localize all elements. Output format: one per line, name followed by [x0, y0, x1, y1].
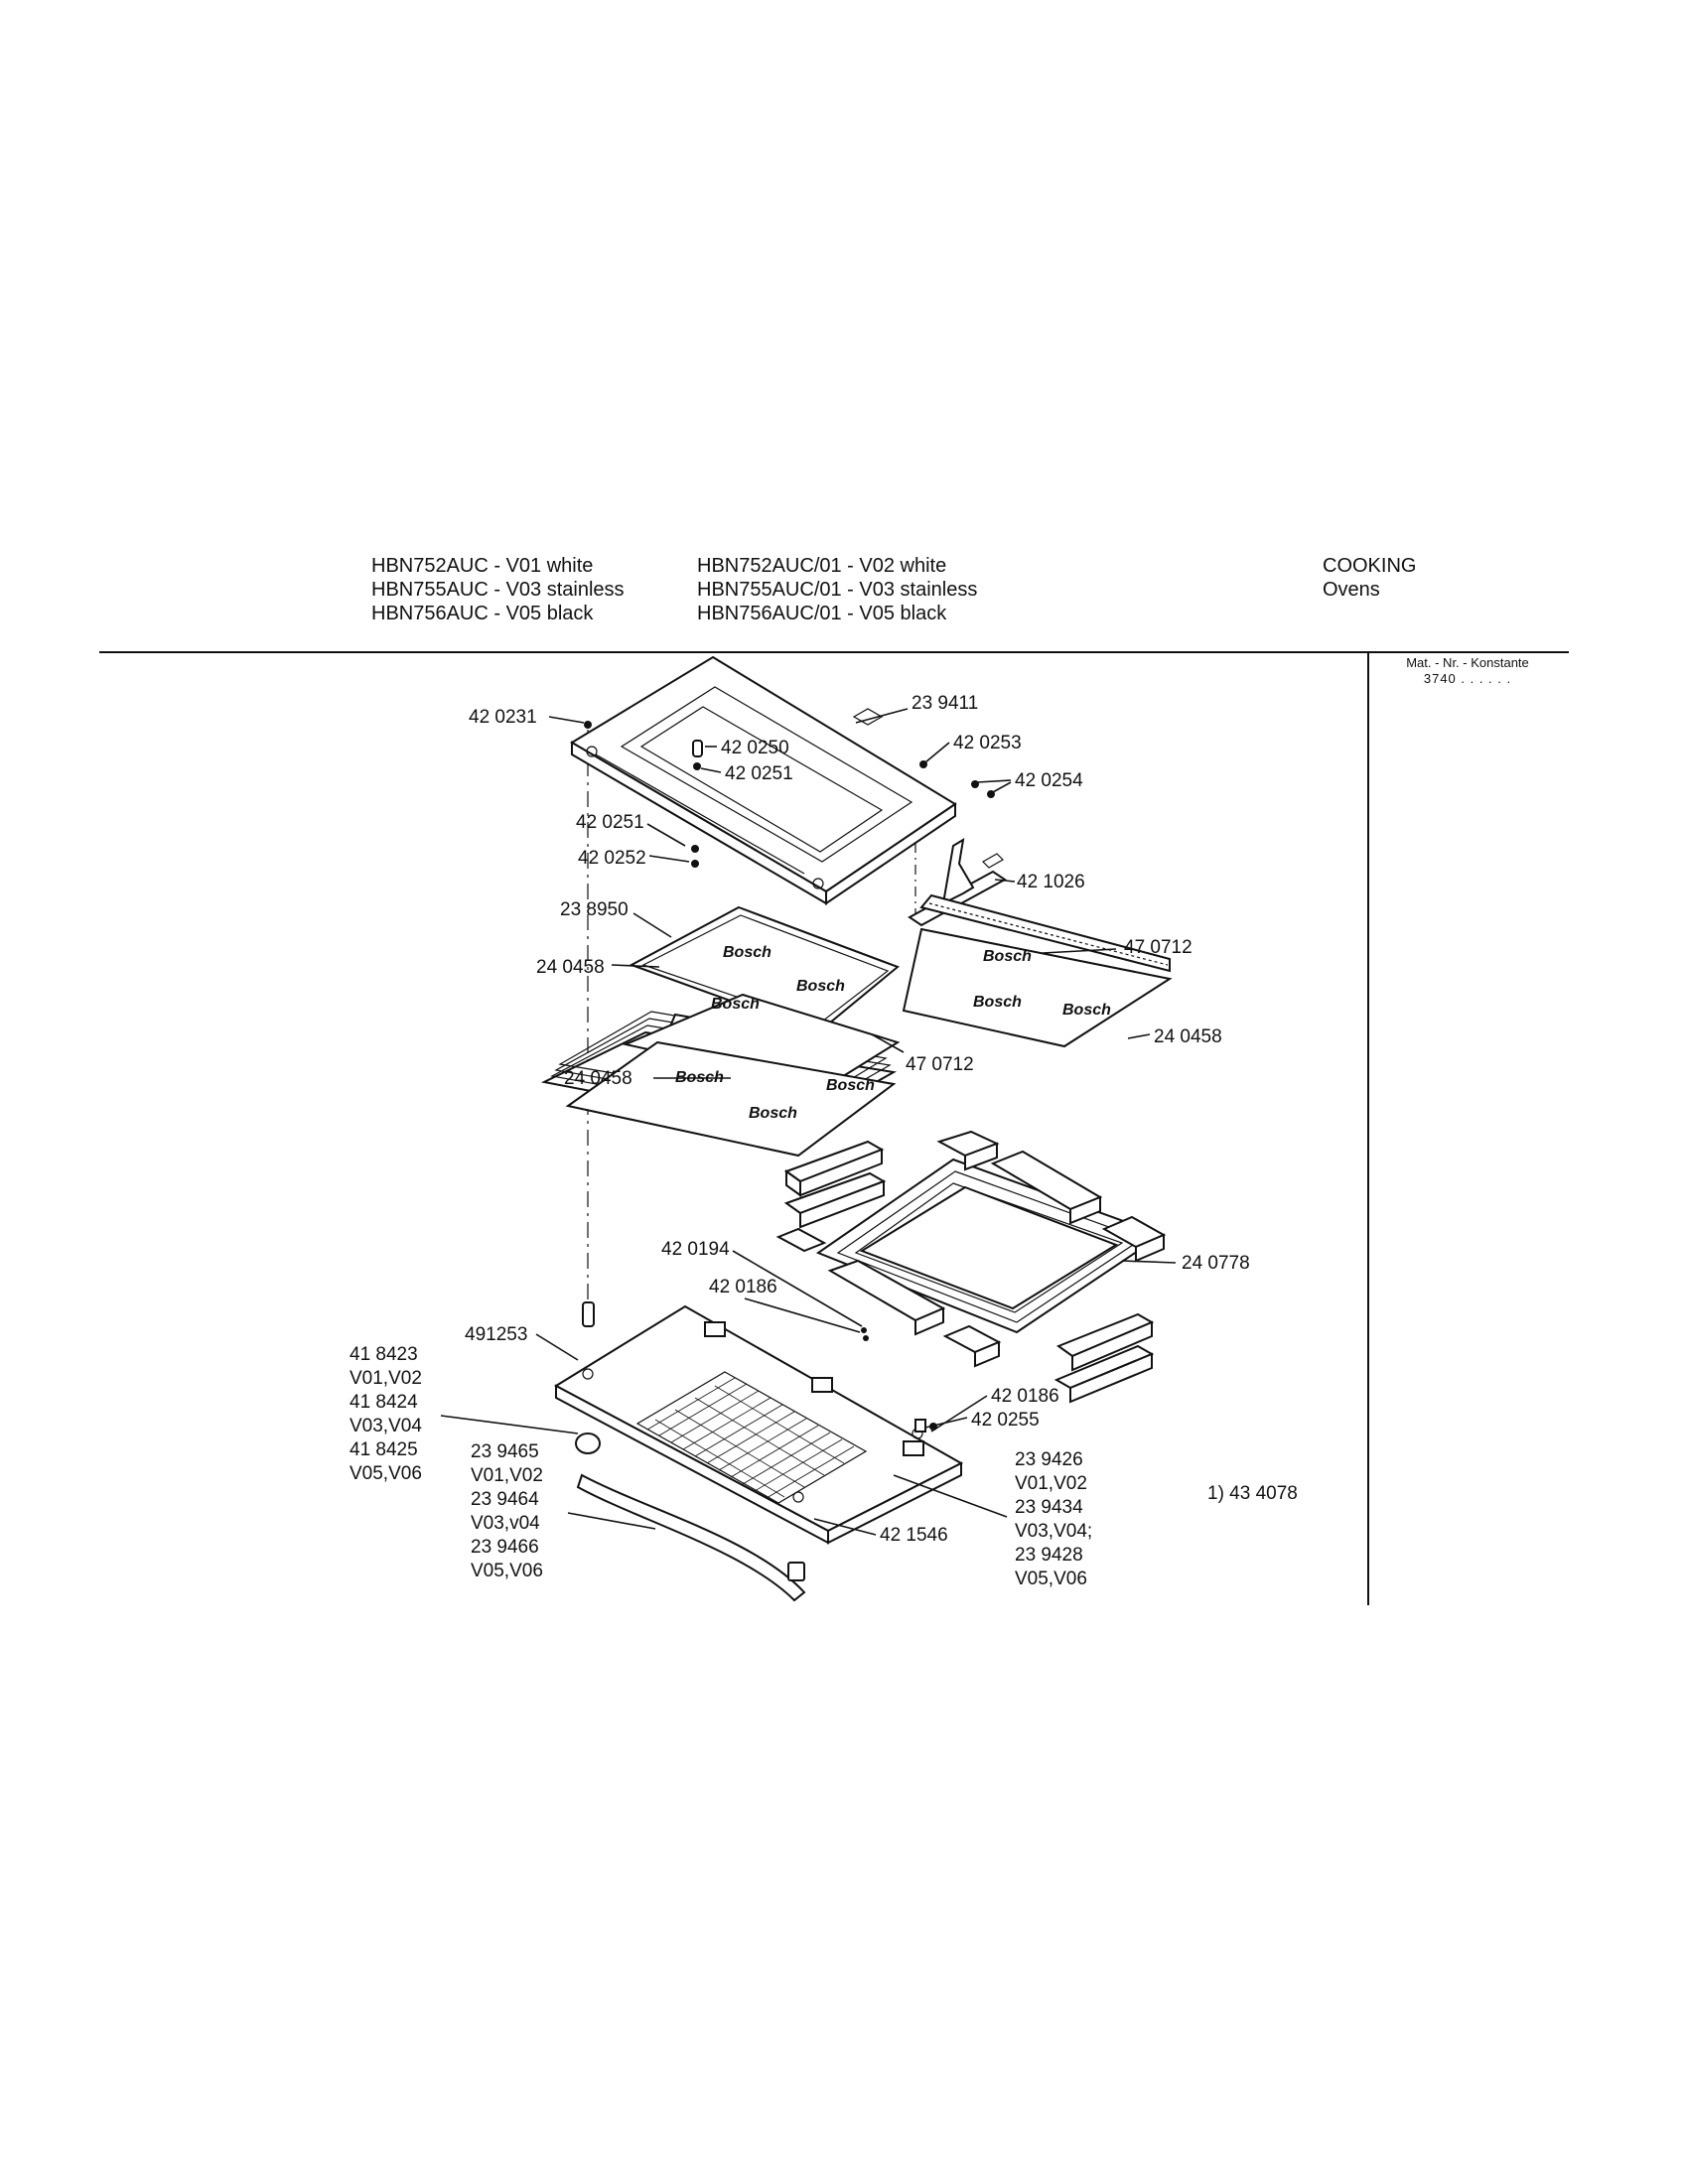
variant-line: V01,V02 [1015, 1473, 1087, 1494]
part-label: 42 0251 [725, 763, 793, 784]
note-label: 1) 43 4078 [1207, 1483, 1298, 1504]
variant-line: 23 9426 [1015, 1449, 1083, 1470]
model-line: HBN756AUC - V05 black [371, 603, 594, 624]
door-variant-group: 23 9426 V01,V02 23 9434 V03,V04; 23 9428… [1015, 1449, 1092, 1589]
screw-420252 [691, 860, 699, 868]
handle-variant-group: 41 8423 V01,V02 41 8424 V03,V04 41 8425 … [350, 1344, 422, 1484]
screw-420186-inner [861, 1327, 867, 1333]
part-label: 42 0254 [1015, 770, 1083, 791]
model-line: HBN752AUC/01 - V02 white [697, 555, 947, 577]
model-line: HBN755AUC - V03 stainless [371, 579, 625, 601]
variant-line: V03,v04 [471, 1513, 540, 1534]
handle-end-cap [582, 1301, 595, 1327]
model-line: HBN756AUC/01 - V05 black [697, 603, 947, 624]
part-label: 42 0250 [721, 738, 789, 758]
door-handle-strip [576, 1473, 806, 1602]
part-label: 47 0712 [1124, 937, 1193, 958]
leader-lines [440, 708, 1177, 1536]
variant-line: 23 9466 [471, 1537, 539, 1558]
strip-variant-group: 23 9465 V01,V02 23 9464 V03,v04 23 9466 … [471, 1441, 543, 1581]
model-list-right: HBN752AUC/01 - V02 white HBN755AUC/01 - … [697, 554, 977, 625]
category: COOKING Ovens [1323, 554, 1416, 602]
matnr-label: Mat. - Nr. - Konstante [1406, 655, 1529, 670]
pin-420250 [692, 740, 703, 770]
part-label: 42 0251 [576, 812, 644, 833]
top-door-frame [570, 655, 957, 905]
variant-line: V01,V02 [471, 1465, 543, 1486]
handle-mount [575, 1433, 601, 1454]
part-label: 47 0712 [906, 1054, 974, 1075]
door-outer-panel [553, 1304, 964, 1545]
svg-text:Bosch: Bosch [973, 994, 1022, 1011]
svg-text:Bosch: Bosch [723, 944, 772, 961]
svg-text:Bosch: Bosch [983, 948, 1032, 965]
part-label: 42 0194 [661, 1239, 730, 1260]
part-label: 24 0458 [536, 957, 605, 978]
part-label: 42 0231 [469, 707, 537, 728]
part-label: 42 0252 [578, 848, 646, 869]
header-rule [99, 651, 1569, 653]
variant-line: 23 9465 [471, 1441, 539, 1462]
part-label: 42 0186 [709, 1277, 777, 1297]
part-label: 42 1546 [880, 1525, 948, 1546]
part-label: 42 0255 [971, 1410, 1040, 1431]
svg-text:Bosch: Bosch [796, 978, 845, 995]
model-line: HBN755AUC/01 - V03 stainless [697, 579, 978, 601]
variant-line: 41 8424 [350, 1392, 418, 1413]
right-glass-panel: Bosch Bosch Bosch [902, 893, 1173, 1048]
variant-line: V01,V02 [350, 1368, 422, 1389]
variant-line: V03,V04 [350, 1416, 422, 1436]
svg-text:Bosch: Bosch [711, 996, 760, 1013]
variant-line: V05,V06 [1015, 1569, 1087, 1589]
variant-line: V05,V06 [350, 1463, 422, 1484]
part-label: 24 0458 [1154, 1026, 1222, 1047]
screw-420194 [863, 1335, 869, 1341]
part-label: 42 0253 [953, 733, 1022, 753]
material-number-box: Mat. - Nr. - Konstante 3740 . . . . . . [1370, 655, 1565, 687]
variant-line: 23 9464 [471, 1489, 539, 1510]
part-label: 24 0458 [564, 1068, 632, 1089]
svg-text:Bosch: Bosch [1062, 1002, 1111, 1019]
part-label: 23 8950 [560, 899, 629, 920]
variant-line: V03,V04; [1015, 1521, 1092, 1542]
category-sub: Ovens [1323, 579, 1380, 601]
hinge-bracket [908, 838, 1007, 927]
variant-line: 23 9434 [1015, 1497, 1083, 1518]
part-label: 491253 [465, 1324, 527, 1345]
inner-window-frame [815, 1158, 1165, 1334]
screw-420251 [691, 845, 699, 853]
handle-end-cap-right [787, 1562, 805, 1581]
insulation-blocks [775, 1130, 1167, 1404]
screw-420231 [584, 721, 592, 729]
variant-line: 41 8423 [350, 1344, 418, 1365]
variant-line: V05,V06 [471, 1561, 543, 1581]
svg-text:Bosch: Bosch [749, 1105, 797, 1122]
matnr-value: 3740 . . . . . . [1423, 671, 1512, 686]
model-line: HBN752AUC - V01 white [371, 555, 594, 577]
part-label: 42 1026 [1017, 872, 1085, 892]
part-label: 42 0186 [991, 1386, 1059, 1407]
part-label: 24 0778 [1182, 1253, 1250, 1274]
variant-line: 23 9428 [1015, 1545, 1083, 1566]
model-list-left: HBN752AUC - V01 white HBN755AUC - V03 st… [371, 554, 625, 625]
category-main: COOKING [1323, 555, 1417, 577]
part-label: 23 9411 [912, 693, 978, 714]
left-glass-stack: Bosch Bosch Bosch Bosch Bosch Bosch [540, 905, 901, 1158]
variant-line: 41 8425 [350, 1439, 418, 1460]
side-column-rule [1367, 652, 1369, 1605]
clip-420255 [914, 1419, 926, 1433]
svg-text:Bosch: Bosch [826, 1077, 875, 1094]
